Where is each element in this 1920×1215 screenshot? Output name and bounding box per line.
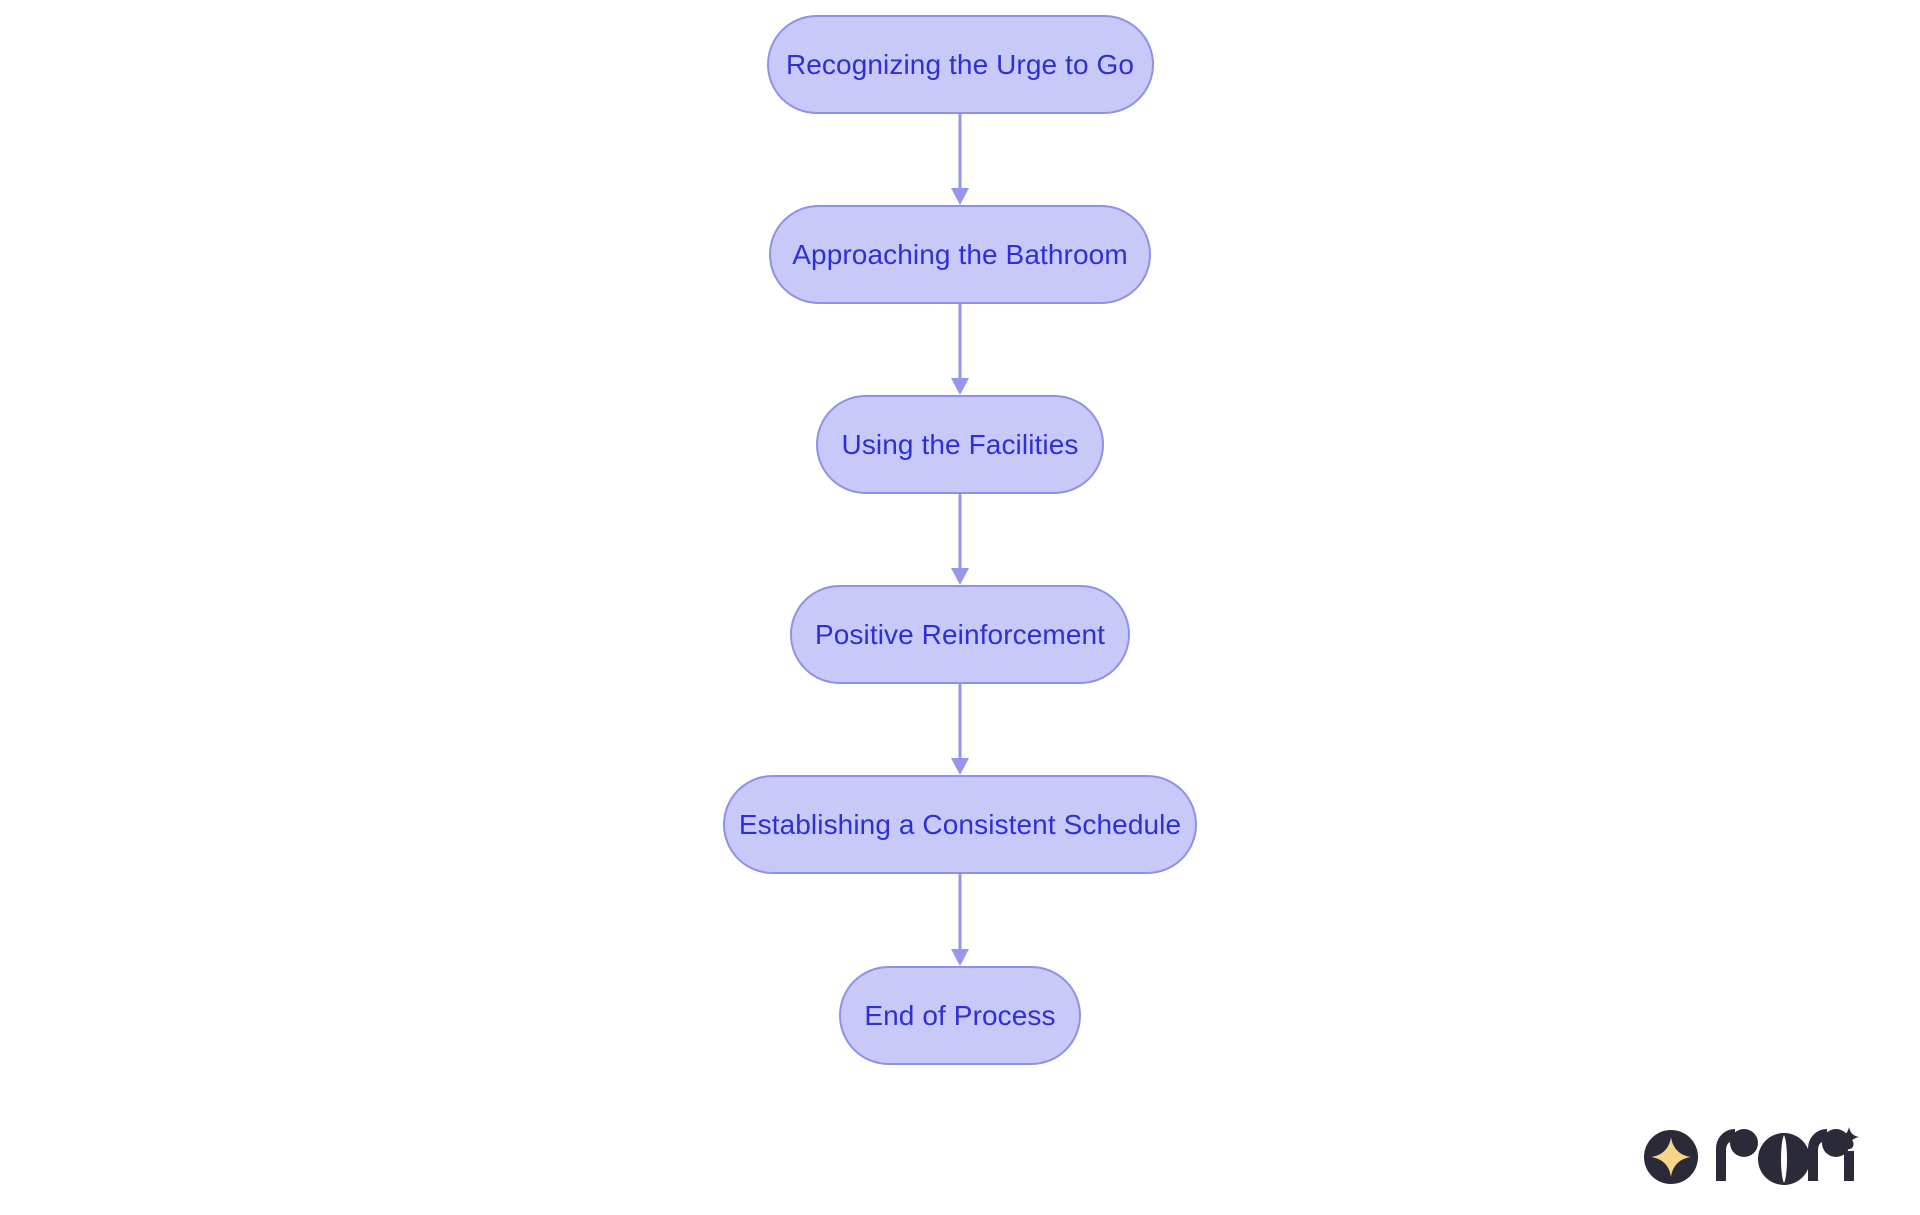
edge-line xyxy=(958,304,962,378)
flow-node-label: Approaching the Bathroom xyxy=(792,238,1128,270)
flow-node-label: Establishing a Consistent Schedule xyxy=(738,808,1182,840)
flow-node-approaching-the-bathroom[interactable]: Approaching the Bathroom xyxy=(769,205,1151,304)
edge-line xyxy=(958,114,962,188)
flow-node-label: Positive Reinforcement xyxy=(814,618,1106,650)
flow-edge-n1-n2 xyxy=(948,114,972,205)
flow-node-label: Using the Facilities xyxy=(841,428,1079,460)
edge-line xyxy=(958,494,962,568)
flow-node-establishing-a-consistent-schedule[interactable]: Establishing a Consistent Schedule xyxy=(723,775,1197,874)
flow-edge-n3-n4 xyxy=(948,494,972,585)
flow-node-label: End of Process xyxy=(864,999,1056,1031)
edge-arrowhead-icon xyxy=(951,568,969,585)
edge-arrowhead-icon xyxy=(951,378,969,395)
flow-edge-n5-n6 xyxy=(948,874,972,966)
flow-node-label: Recognizing the Urge to Go xyxy=(785,48,1135,80)
edge-arrowhead-icon xyxy=(951,949,969,966)
flow-node-positive-reinforcement[interactable]: Positive Reinforcement xyxy=(790,585,1130,684)
flow-node-recognizing-the-urge-to-go[interactable]: Recognizing the Urge to Go xyxy=(766,15,1154,114)
edge-line xyxy=(958,874,962,949)
flow-node-using-the-facilities[interactable]: Using the Facilities xyxy=(816,395,1104,494)
edge-line xyxy=(958,684,962,758)
four-point-star-in-circle-icon xyxy=(1644,1130,1698,1184)
edge-arrowhead-icon xyxy=(951,758,969,775)
edge-arrowhead-icon xyxy=(951,188,969,205)
rori-wordmark xyxy=(1716,1127,1859,1185)
flow-node-end-of-process[interactable]: End of Process xyxy=(839,966,1081,1065)
flow-edge-n4-n5 xyxy=(948,684,972,775)
flowchart: Recognizing the Urge to Go Approaching t… xyxy=(723,15,1197,1065)
flow-edge-n2-n3 xyxy=(948,304,972,395)
rori-logo xyxy=(1644,1127,1862,1187)
